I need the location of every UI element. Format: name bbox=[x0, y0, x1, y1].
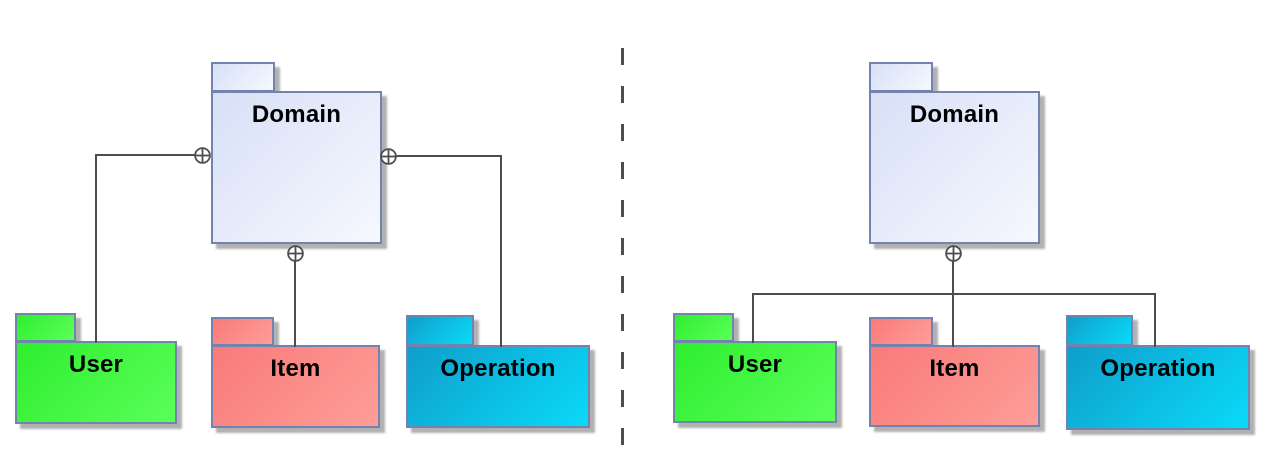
package-operation-body: Operation bbox=[1066, 345, 1250, 430]
connector-branch-horizontal bbox=[752, 293, 1156, 295]
package-operation-body: Operation bbox=[406, 345, 590, 428]
package-domain-tab bbox=[869, 62, 933, 92]
connector-domain-trunk-vertical bbox=[952, 259, 954, 347]
connector-domain-item-vertical bbox=[294, 259, 296, 347]
diagram-divider-dashed-line bbox=[621, 48, 624, 456]
package-user-tab bbox=[673, 313, 734, 342]
containment-anchor-icon bbox=[945, 245, 962, 262]
connector-domain-user-vertical bbox=[95, 154, 97, 343]
connector-domain-operation-horizontal bbox=[396, 155, 502, 157]
containment-anchor-icon bbox=[194, 147, 211, 164]
package-operation-label: Operation bbox=[1100, 355, 1216, 382]
package-domain-label: Domain bbox=[909, 101, 1000, 128]
package-user-body: User bbox=[15, 341, 177, 424]
package-user-tab bbox=[15, 313, 76, 342]
package-operation-tab bbox=[1066, 315, 1133, 346]
package-domain-body: Domain bbox=[211, 91, 382, 244]
package-item-label: Item bbox=[929, 355, 980, 382]
connector-branch-operation-vertical bbox=[1154, 293, 1156, 347]
package-domain-label: Domain bbox=[251, 101, 342, 128]
package-user-label: User bbox=[727, 351, 783, 378]
containment-anchor-icon bbox=[287, 245, 304, 262]
package-user-label: User bbox=[68, 351, 124, 378]
package-user-body: User bbox=[673, 341, 837, 423]
package-item-body: Item bbox=[869, 345, 1040, 427]
package-item-tab bbox=[869, 317, 933, 346]
connector-branch-user-vertical bbox=[752, 293, 754, 343]
containment-anchor-icon bbox=[380, 148, 397, 165]
package-item-label: Item bbox=[270, 355, 321, 382]
package-item-body: Item bbox=[211, 345, 380, 428]
package-operation-label: Operation bbox=[440, 355, 556, 382]
connector-domain-user-horizontal bbox=[95, 154, 196, 156]
connector-domain-operation-vertical bbox=[500, 155, 502, 347]
package-domain-body: Domain bbox=[869, 91, 1040, 244]
